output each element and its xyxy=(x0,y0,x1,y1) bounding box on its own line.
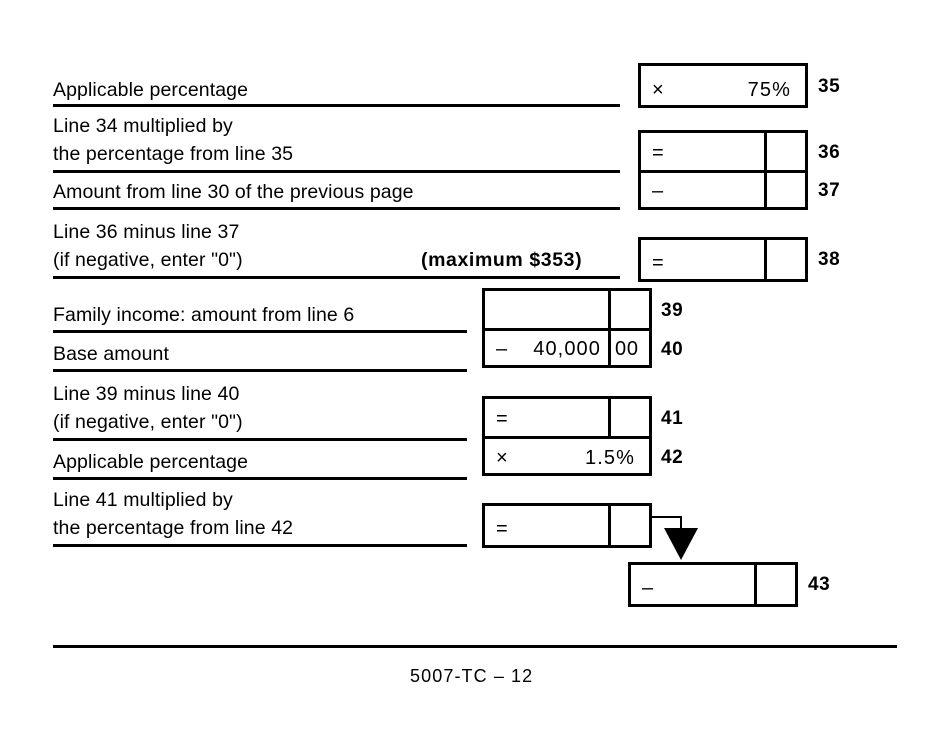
row-42-underline xyxy=(53,477,467,480)
rows-39-40-separator xyxy=(485,328,649,331)
footer-rule xyxy=(53,645,897,648)
row-42-value[interactable]: 1.5% xyxy=(585,447,635,469)
row-38-cents-divider xyxy=(764,240,767,279)
row-37-label: Amount from line 30 of the previous page xyxy=(53,181,414,203)
row-42-operator: × xyxy=(496,447,508,469)
row-38-line-number: 38 xyxy=(818,249,841,270)
row-37-operator: – xyxy=(652,180,664,202)
row-40-operator: – xyxy=(496,338,508,360)
row-36-label-line2: the percentage from line 35 xyxy=(53,143,294,165)
row-35-operator: × xyxy=(652,79,664,101)
rows-41-42-amount-box[interactable]: = × 1.5% xyxy=(482,396,652,476)
row-38-underline xyxy=(53,276,620,279)
row-41-operator: = xyxy=(496,408,508,430)
connector-horizontal-segment xyxy=(652,516,682,518)
row-37-underline xyxy=(53,207,620,210)
row-42b-amount-box[interactable]: = xyxy=(482,503,652,548)
row-43-cents-divider xyxy=(754,565,757,604)
row-36-line-number: 36 xyxy=(818,142,841,163)
row-42b-cents-divider xyxy=(608,506,611,545)
row-41-line-number: 41 xyxy=(661,408,684,429)
row-39-label: Family income: amount from line 6 xyxy=(53,304,355,326)
row-43-operator: – xyxy=(642,577,654,599)
row-35-label: Applicable percentage xyxy=(53,79,249,101)
row-40-label: Base amount xyxy=(53,343,170,365)
row-36-operator: = xyxy=(652,142,664,164)
row-38-label-line2: (if negative, enter "0") xyxy=(53,249,243,271)
row-35-value[interactable]: 75% xyxy=(747,79,791,101)
rows-36-37-amount-box[interactable]: = – xyxy=(638,130,808,210)
rows-36-37-separator xyxy=(641,170,805,173)
row-35-line-number: 35 xyxy=(818,76,841,97)
row-42-label: Applicable percentage xyxy=(53,451,249,473)
row-42-line-number: 42 xyxy=(661,447,684,468)
row-41-cents-divider xyxy=(608,399,611,436)
row-38-label-line1: Line 36 minus line 37 xyxy=(53,221,240,243)
row-39-underline xyxy=(53,330,467,333)
row-35-underline xyxy=(53,104,620,107)
row-41-label-line2: (if negative, enter "0") xyxy=(53,411,243,433)
footer-form-code: 5007-TC – 12 xyxy=(410,666,534,686)
row-39-line-number: 39 xyxy=(661,300,684,321)
rows-39-40-amount-box[interactable]: – 40,000 00 xyxy=(482,288,652,368)
rows-41-42-separator xyxy=(485,436,649,439)
row-38-maximum-note: (maximum $353) xyxy=(421,249,583,271)
connector-arrowhead-icon xyxy=(664,528,698,560)
row-43-line-number: 43 xyxy=(808,574,831,595)
row-40-underline xyxy=(53,369,467,372)
row-38-amount-box[interactable]: = xyxy=(638,237,808,282)
row-40-line-number: 40 xyxy=(661,339,684,360)
row-37-line-number: 37 xyxy=(818,180,841,201)
row-35-amount-box[interactable]: × 75% xyxy=(638,63,808,108)
row-40-value[interactable]: 40,000 xyxy=(533,338,601,360)
row-36-label-line1: Line 34 multiplied by xyxy=(53,115,233,137)
row-41-label-line1: Line 39 minus line 40 xyxy=(53,383,240,405)
row-42b-label-line1: Line 41 multiplied by xyxy=(53,489,233,511)
row-38-operator: = xyxy=(652,252,664,274)
connector-vertical-segment xyxy=(680,516,682,530)
row-36-underline xyxy=(53,170,620,173)
row-41-underline xyxy=(53,438,467,441)
row-42b-operator: = xyxy=(496,518,508,540)
row-42b-underline xyxy=(53,544,467,547)
row-40-cents[interactable]: 00 xyxy=(615,338,639,360)
row-43-amount-box[interactable]: – xyxy=(628,562,798,607)
row-42b-label-line2: the percentage from line 42 xyxy=(53,517,294,539)
